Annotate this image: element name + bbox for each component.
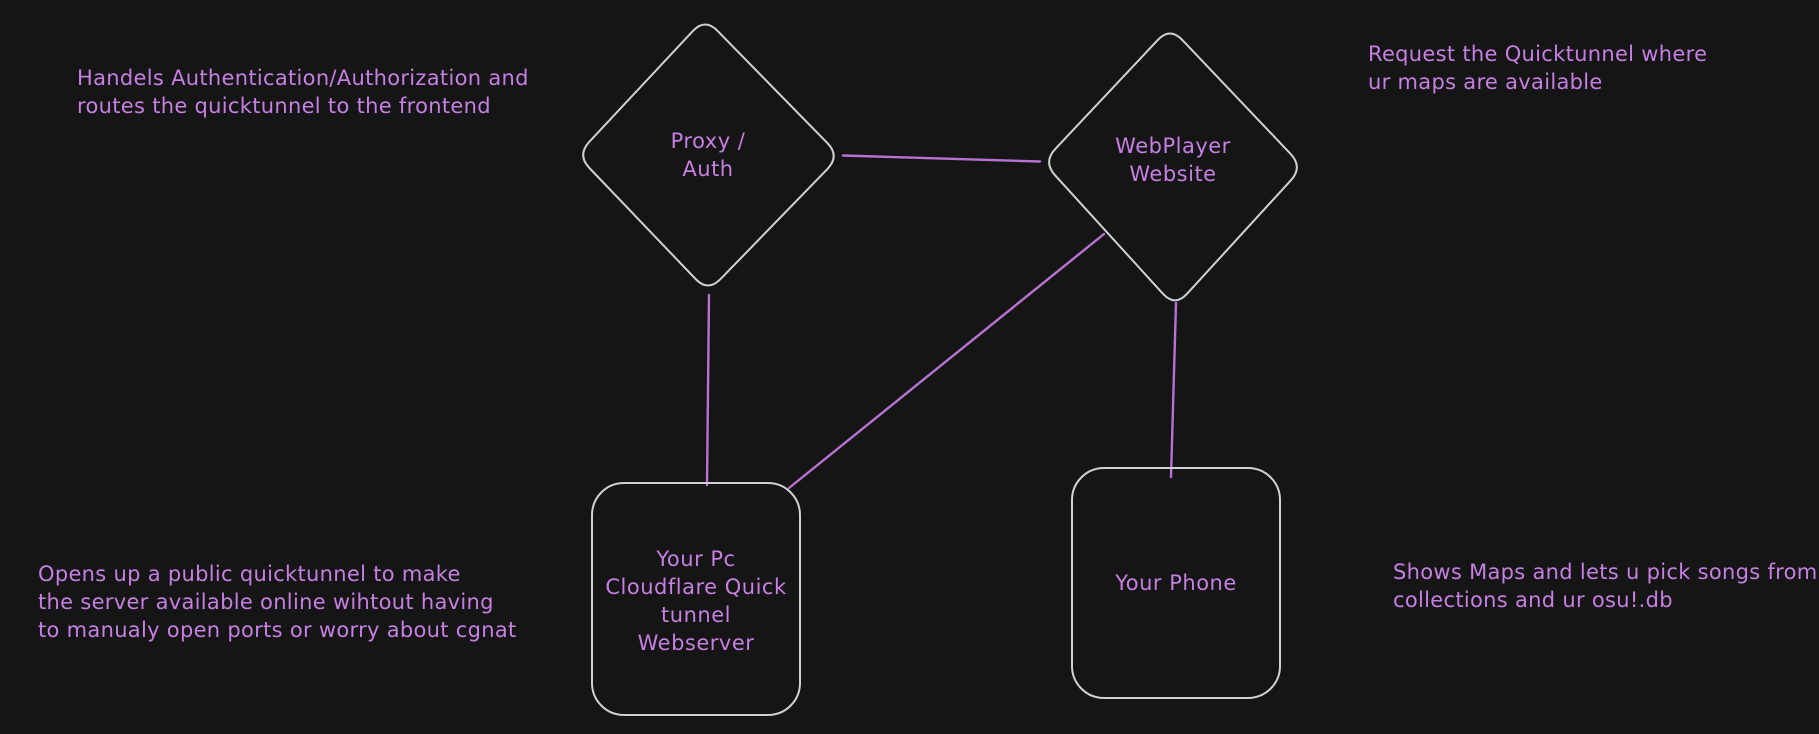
edge-webplayer-yourpc xyxy=(787,232,1106,490)
your-phone-box xyxy=(1071,467,1281,699)
proxy-auth-label: Proxy / Auth xyxy=(670,129,746,181)
your-pc-webserver-label: Your Pc Cloudflare Quick tunnel Webserve… xyxy=(605,547,787,655)
annotation-webplayer: Request the Quicktunnel where ur maps ar… xyxy=(1368,42,1708,94)
edge-proxy-yourpc xyxy=(705,293,711,487)
proxy-auth-diamond xyxy=(582,23,835,287)
webplayer-website-label: WebPlayer Website xyxy=(1115,134,1231,186)
annotation-maps: Shows Maps and lets u pick songs from co… xyxy=(1393,560,1818,612)
edge-webplayer-yourphone xyxy=(1169,301,1178,479)
your-phone-label: Your Phone xyxy=(1115,571,1237,595)
annotation-quicktunnel: Opens up a public quicktunnel to make th… xyxy=(38,562,517,642)
edge-proxy-webplayer xyxy=(841,154,1042,163)
annotation-proxy-auth: Handels Authentication/Authorization and… xyxy=(77,66,529,118)
your-pc-webserver-box xyxy=(591,482,801,716)
webplayer-website-diamond xyxy=(1048,32,1298,302)
